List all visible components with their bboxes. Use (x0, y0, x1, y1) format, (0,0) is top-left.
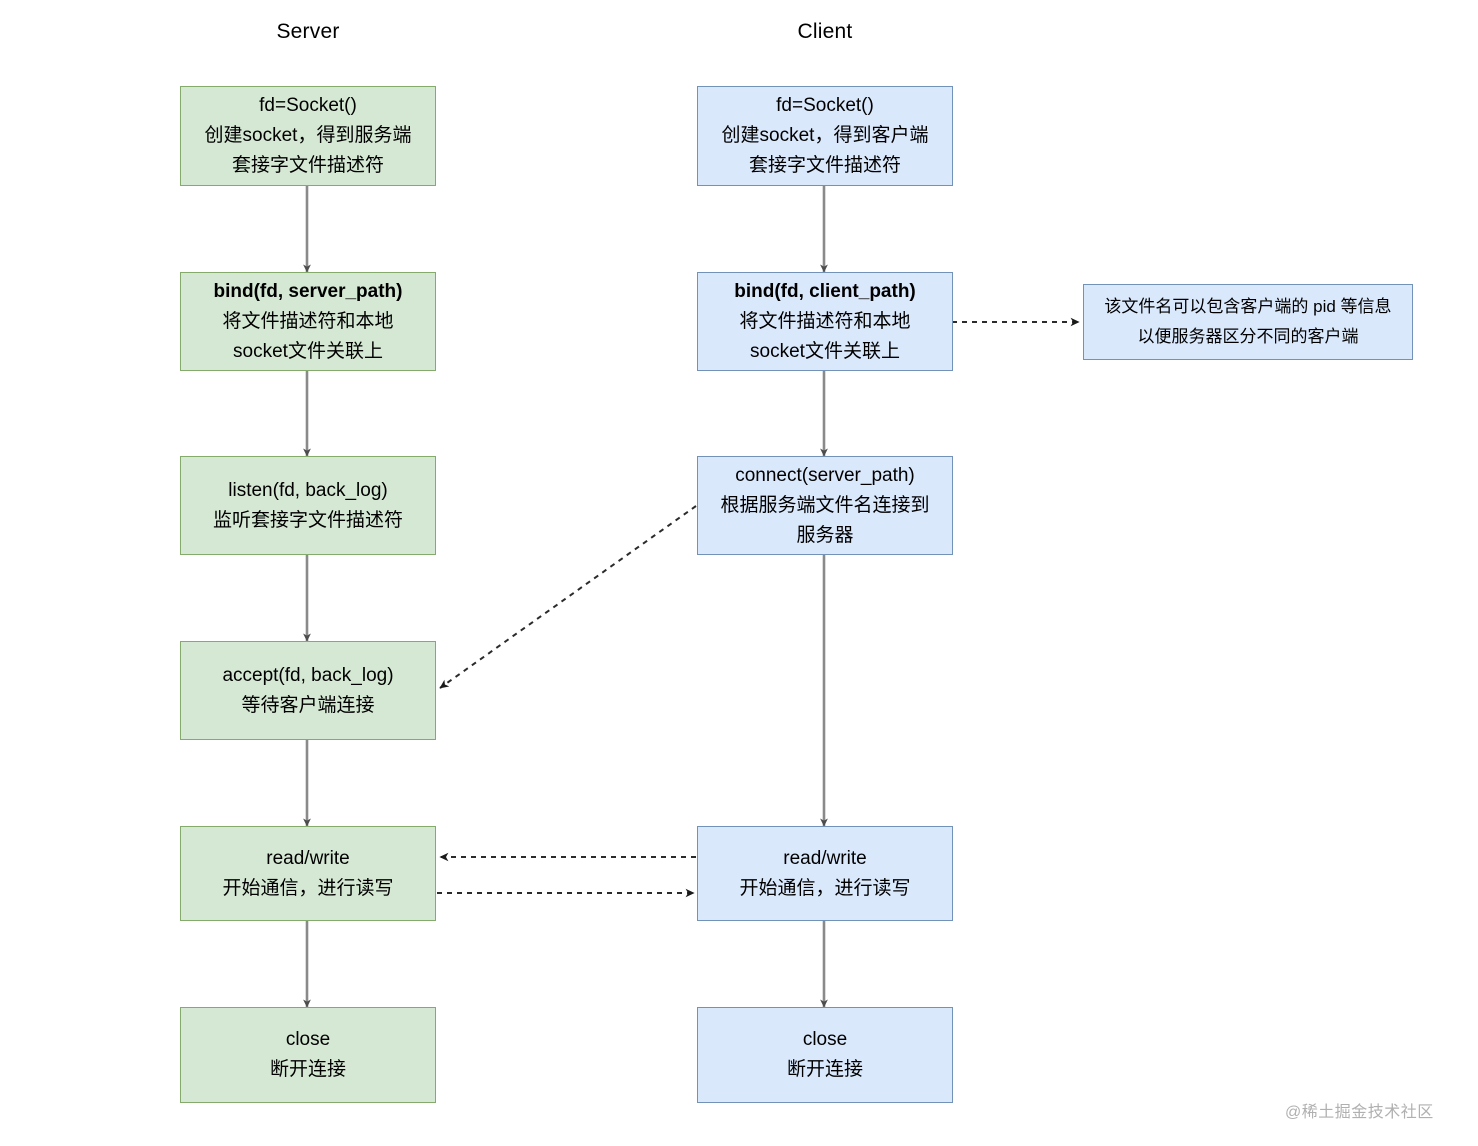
node-client-bind-note[interactable]: 该文件名可以包含客户端的 pid 等信息 以便服务器区分不同的客户端 (1083, 284, 1413, 360)
node-line: 监听套接字文件描述符 (212, 509, 403, 531)
node-server-socket[interactable]: fd=Socket() 创建socket，得到服务端 套接字文件描述符 (180, 86, 436, 186)
node-line: 服务器 (796, 524, 854, 546)
node-line: close (285, 1029, 331, 1050)
column-title-client: Client (797, 20, 853, 43)
node-server-readwrite[interactable]: read/write 开始通信，进行读写 (180, 826, 436, 921)
node-line: socket文件关联上 (233, 340, 383, 362)
note-line: 以便服务器区分不同的客户端 (1137, 327, 1359, 346)
node-server-close[interactable]: close 断开连接 (180, 1007, 436, 1103)
node-line: 等待客户端连接 (241, 694, 375, 716)
node-line: accept(fd, back_log) (222, 664, 394, 686)
node-line: fd=Socket() (259, 95, 357, 116)
cross-link-arrows (437, 317, 1080, 898)
node-line: read/write (266, 847, 350, 869)
node-line: read/write (783, 847, 867, 869)
node-client-connect[interactable]: connect(server_path) 根据服务端文件名连接到 服务器 (697, 456, 953, 555)
watermark: @稀土掘金技术社区 (1285, 1104, 1434, 1121)
node-line: 断开连接 (269, 1059, 346, 1080)
arrow-client-connect-to-accept (439, 505, 697, 689)
node-line: 套接字文件描述符 (748, 155, 901, 176)
node-client-bind[interactable]: bind(fd, client_path) 将文件描述符和本地 socket文件… (697, 272, 953, 371)
node-server-accept[interactable]: accept(fd, back_log) 等待客户端连接 (180, 641, 436, 740)
node-server-listen[interactable]: listen(fd, back_log) 监听套接字文件描述符 (180, 456, 436, 555)
node-line: 创建socket，得到客户端 (721, 125, 929, 146)
node-line: close (802, 1029, 848, 1050)
node-line: connect(server_path) (735, 464, 915, 486)
node-line: socket文件关联上 (750, 340, 900, 362)
node-client-close[interactable]: close 断开连接 (697, 1007, 953, 1103)
node-line: bind(fd, client_path) (734, 280, 916, 302)
node-line: 根据服务端文件名连接到 (720, 494, 930, 516)
node-line: bind(fd, server_path) (213, 280, 403, 302)
column-title-server: Server (276, 20, 340, 43)
node-line: 开始通信，进行读写 (739, 877, 911, 899)
note-line: 该文件名可以包含客户端的 pid 等信息 (1104, 297, 1392, 316)
node-client-socket[interactable]: fd=Socket() 创建socket，得到客户端 套接字文件描述符 (697, 86, 953, 186)
node-line: fd=Socket() (776, 95, 874, 116)
node-server-bind[interactable]: bind(fd, server_path) 将文件描述符和本地 socket文件… (180, 272, 436, 371)
node-line: 将文件描述符和本地 (739, 310, 911, 332)
node-line: 将文件描述符和本地 (222, 310, 394, 332)
node-line: 套接字文件描述符 (231, 155, 384, 176)
node-line: 创建socket，得到服务端 (204, 125, 412, 146)
node-line: listen(fd, back_log) (228, 479, 388, 501)
node-line: 断开连接 (786, 1059, 863, 1080)
node-client-readwrite[interactable]: read/write 开始通信，进行读写 (697, 826, 953, 921)
node-line: 开始通信，进行读写 (222, 877, 394, 899)
